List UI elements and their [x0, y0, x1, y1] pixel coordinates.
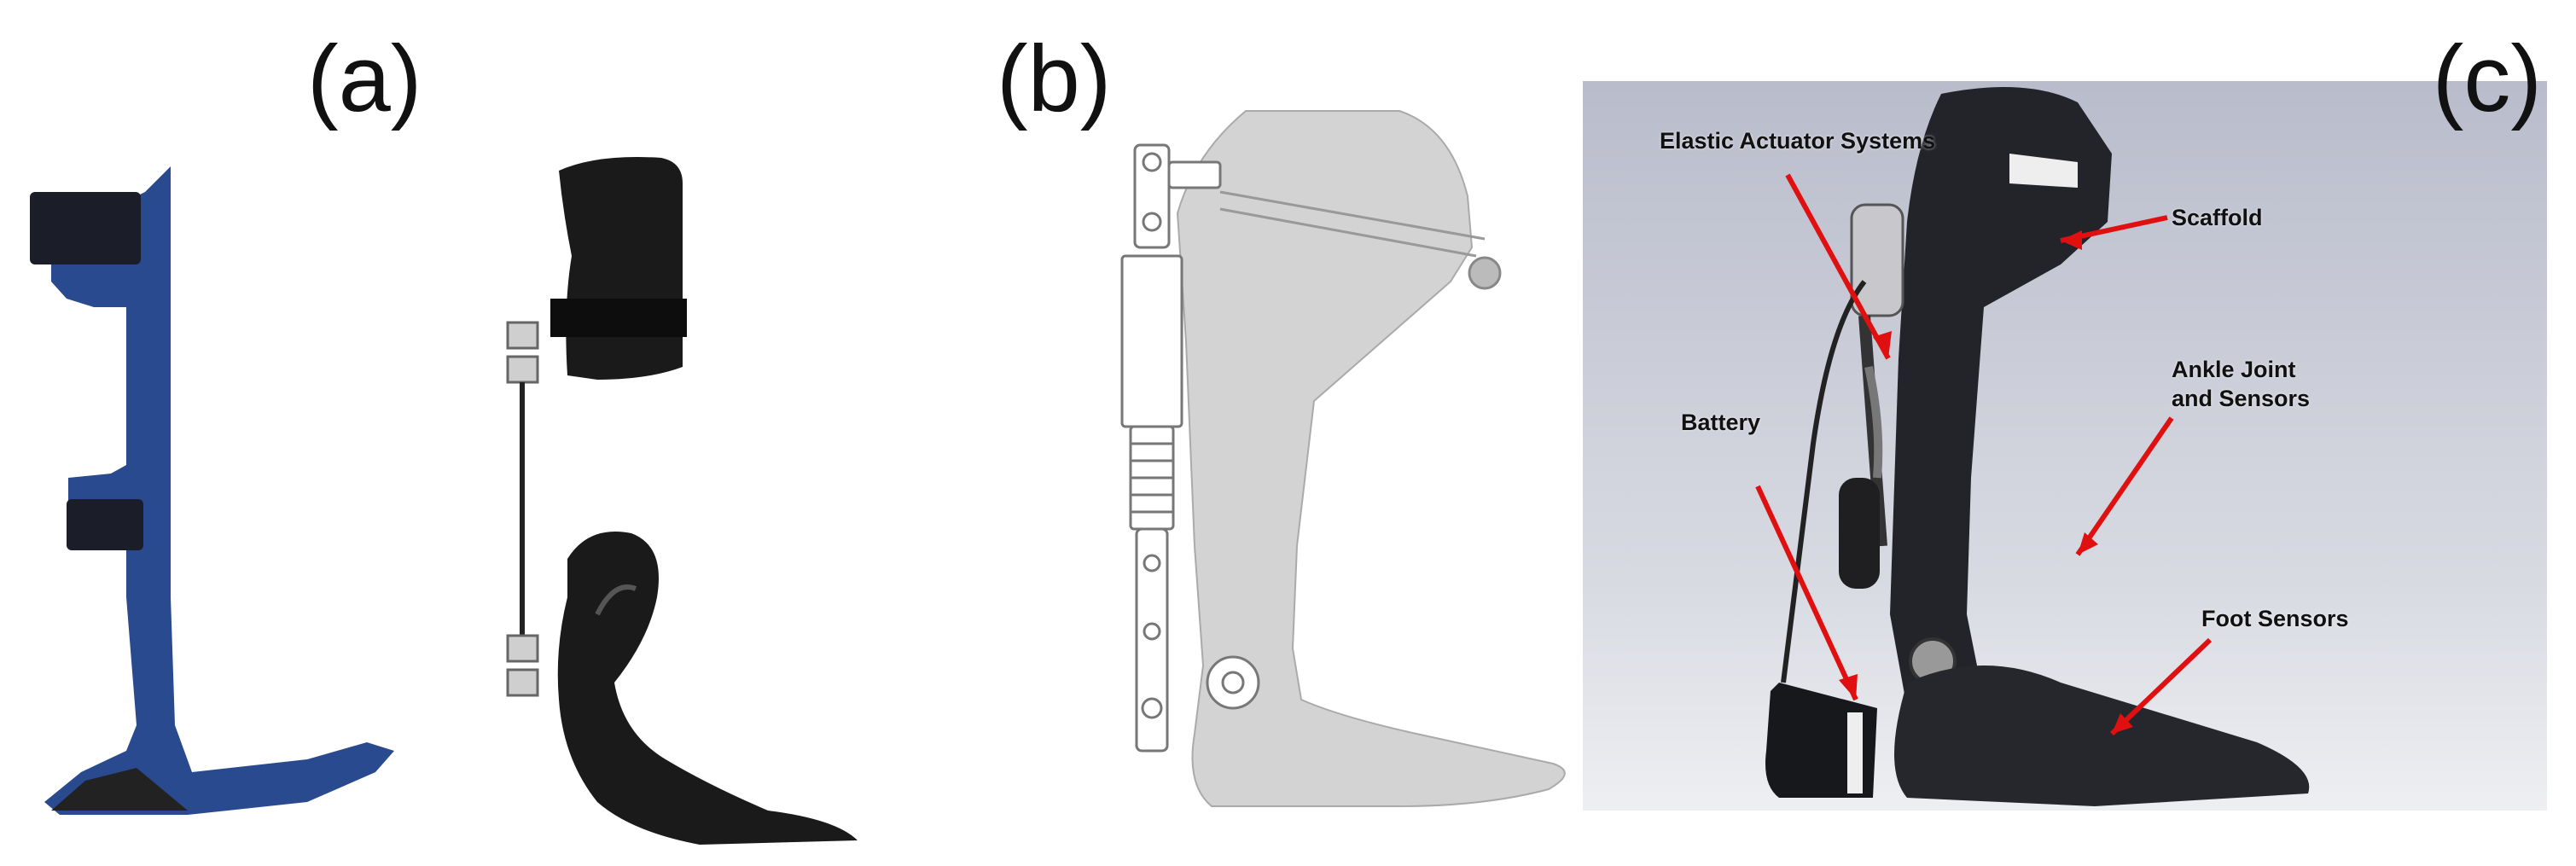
- label-ankle-joint-line2: and Sensors: [2172, 386, 2311, 411]
- exoskeleton-photo: [1583, 81, 2547, 811]
- actuator-linkage: [1120, 143, 1260, 753]
- blue-afo-orthosis: [30, 166, 394, 815]
- panel-b-label: (b): [997, 26, 1112, 131]
- exoskeleton-device: [1765, 87, 2310, 806]
- label-scaffold: Scaffold: [2172, 205, 2263, 230]
- orthosis-images: [30, 157, 858, 845]
- label-elastic-actuator: Elastic Actuator Systems: [1660, 128, 1936, 154]
- black-hinged-afo: [506, 157, 858, 845]
- panel-c-label: (c): [2432, 26, 2542, 131]
- label-foot-sensors: Foot Sensors: [2201, 606, 2349, 631]
- panel-a-label: (a): [307, 26, 422, 131]
- label-ankle-joint-line1: Ankle Joint: [2172, 357, 2296, 382]
- exoskeleton-drawing: [1120, 110, 1566, 807]
- panel-b: (b): [939, 0, 1587, 866]
- panel-a: (a): [0, 0, 862, 866]
- annotation-arrows: [1755, 173, 2213, 736]
- label-battery: Battery: [1681, 410, 1761, 435]
- panel-c: (c): [1583, 0, 2576, 866]
